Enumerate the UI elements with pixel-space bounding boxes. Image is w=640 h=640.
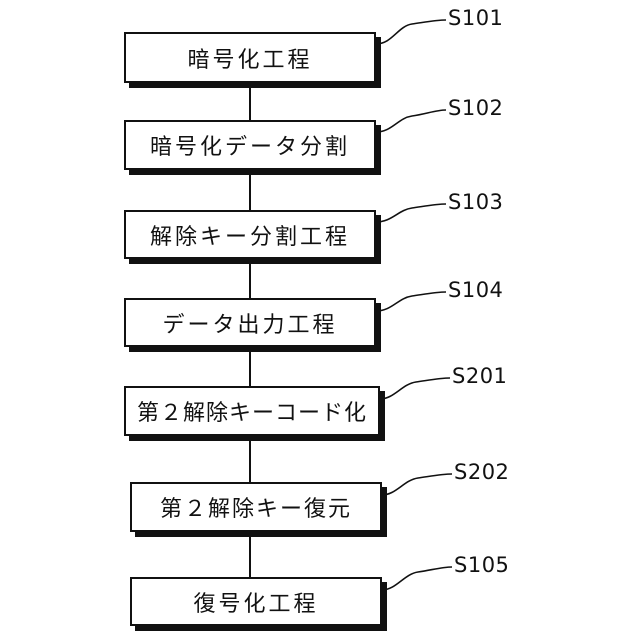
step-label: 第２解除キーコード化 [137, 395, 367, 427]
step-label: データ出力工程 [162, 307, 337, 339]
step-id-s201: S201 [452, 364, 507, 388]
step-box-s101: 暗号化工程 [124, 32, 376, 83]
step-id-s104: S104 [448, 278, 503, 302]
step-id-s105: S105 [454, 553, 509, 577]
leader-line-s104 [376, 292, 446, 311]
leader-line-s105 [382, 567, 452, 590]
step-box-s102: 暗号化データ分割 [124, 120, 376, 170]
step-box-s105: 復号化工程 [130, 577, 382, 626]
step-id-s103: S103 [448, 190, 503, 214]
step-id-s202: S202 [454, 460, 509, 484]
step-label: 暗号化工程 [187, 42, 312, 74]
leader-line-s102 [376, 110, 446, 132]
step-box-s103: 解除キー分割工程 [124, 210, 376, 259]
step-label: 解除キー分割工程 [150, 219, 350, 251]
step-id-s101: S101 [448, 6, 503, 30]
step-label: 第２解除キー復元 [160, 491, 352, 523]
leader-line-s201 [380, 378, 450, 399]
step-id-s102: S102 [448, 96, 503, 120]
step-box-s202: 第２解除キー復元 [130, 482, 382, 532]
leader-line-s101 [376, 20, 446, 44]
step-label: 暗号化データ分割 [150, 129, 350, 161]
step-box-s104: データ出力工程 [124, 298, 376, 347]
leader-line-s202 [382, 474, 452, 495]
step-label: 復号化工程 [193, 586, 318, 618]
step-box-s201: 第２解除キーコード化 [124, 386, 380, 436]
leader-line-s103 [376, 204, 446, 222]
